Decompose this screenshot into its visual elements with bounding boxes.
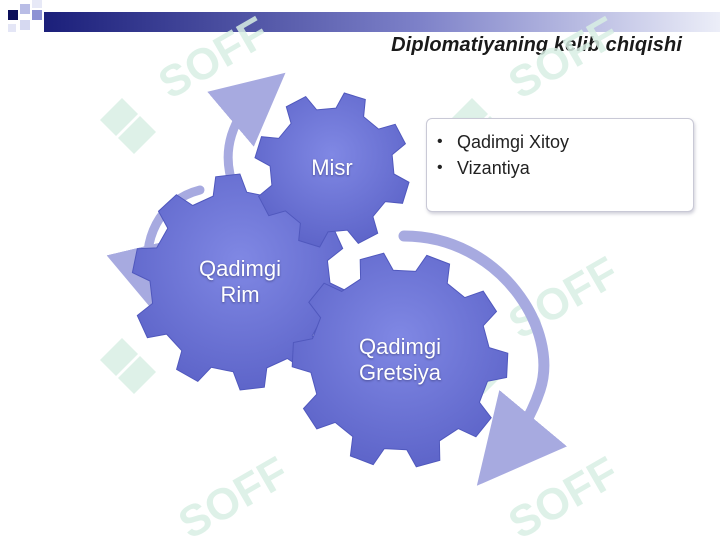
watermark-text: SOFF bbox=[501, 8, 627, 109]
gear-label-line: Qadimgi bbox=[199, 256, 281, 281]
gears-group bbox=[131, 92, 509, 468]
gear-label-gretsiya: Qadimgi Gretsiya bbox=[330, 334, 470, 386]
header-band bbox=[8, 0, 720, 32]
gear-label-misr: Misr bbox=[290, 155, 374, 181]
bullet-icon: • bbox=[437, 159, 443, 176]
info-list-item: • Vizantiya bbox=[437, 155, 683, 181]
cycle-arrow-top bbox=[207, 72, 286, 187]
info-box: • Qadimgi Xitoy • Vizantiya bbox=[426, 118, 694, 212]
gear-misr bbox=[254, 92, 410, 248]
watermark-text: SOFF bbox=[501, 448, 627, 540]
gear-label-line: Misr bbox=[311, 155, 353, 180]
gear-label-rim: Qadimgi Rim bbox=[170, 256, 310, 308]
info-item-text: Vizantiya bbox=[457, 158, 530, 178]
cycle-arrow-right bbox=[398, 230, 567, 486]
gear-label-line: Rim bbox=[220, 282, 260, 307]
gear-gretsiya bbox=[291, 252, 509, 468]
corner-squares-icon bbox=[8, 0, 42, 32]
gear-label-line: Qadimgi bbox=[359, 334, 441, 359]
bullet-icon: • bbox=[437, 133, 443, 150]
watermark-text: SOFF bbox=[171, 448, 297, 540]
gear-label-line: Gretsiya bbox=[359, 360, 441, 385]
info-list-item: • Qadimgi Xitoy bbox=[437, 129, 683, 155]
info-item-text: Qadimgi Xitoy bbox=[457, 132, 570, 152]
info-list: • Qadimgi Xitoy • Vizantiya bbox=[437, 129, 683, 181]
slide-title: Diplomatiyaning kelib chiqishi bbox=[391, 34, 682, 56]
